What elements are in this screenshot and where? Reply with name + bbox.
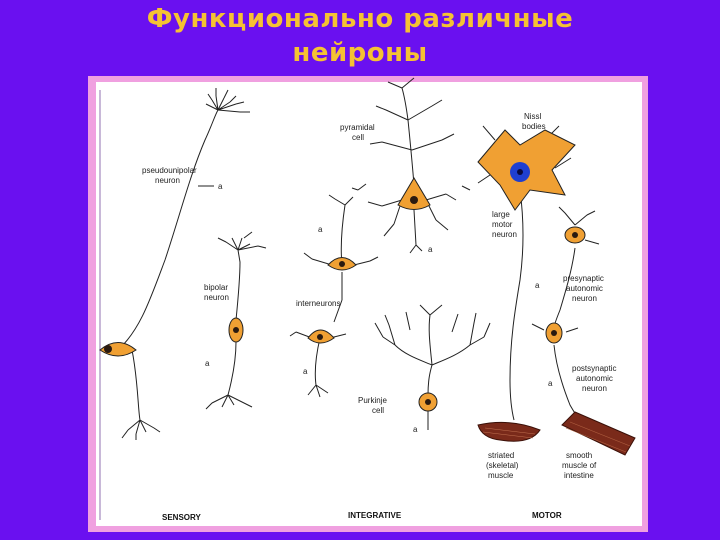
label-interneurons: interneurons [296,299,340,308]
label-striated-1: striated [488,451,514,460]
label-pyramidal-1: pyramidal [340,123,375,132]
nucleus [339,261,345,267]
label-nissl-2: bodies [522,122,546,131]
label-smooth-3: intestine [564,471,594,480]
nucleus [410,196,418,204]
label-pyramidal-2: cell [352,133,364,142]
label-purkinje-2: cell [372,406,384,415]
label-purkinje-1: Purkinje [358,396,387,405]
label-bipolar-1: bipolar [204,283,228,292]
footer-integrative: INTEGRATIVE [348,511,402,520]
axon-marker: a [535,281,540,290]
axon-marker: a [428,245,433,254]
label-large-motor-2: motor [492,220,513,229]
axon-marker: a [205,359,210,368]
label-smooth-2: muscle of [562,461,597,470]
nucleus [572,232,578,238]
label-nissl-1: Nissl [524,112,542,121]
nucleus [425,399,431,405]
label-large-motor-3: neuron [492,230,517,239]
nucleus [104,345,112,353]
axon-marker: a [548,379,553,388]
label-pseudounipolar-2: neuron [155,176,180,185]
label-presynaptic-2: autonomic [566,284,603,293]
label-large-motor-1: large [492,210,510,219]
label-pseudounipolar-1: pseudounipolar [142,166,197,175]
nucleus [233,327,239,333]
label-presynaptic-1: presynaptic [563,274,604,283]
label-postsynaptic-3: neuron [582,384,607,393]
nucleus [317,334,323,340]
label-striated-3: muscle [488,471,514,480]
axon-marker: a [303,367,308,376]
label-postsynaptic-2: autonomic [576,374,613,383]
label-smooth-1: smooth [566,451,592,460]
nucleus [551,330,557,336]
nucleolus [517,169,523,175]
axon-marker: a [318,225,323,234]
footer-motor: MOTOR [532,511,562,520]
label-striated-2: (skeletal) [486,461,519,470]
label-bipolar-2: neuron [204,293,229,302]
axon-marker: a [218,182,223,191]
label-postsynaptic-1: postsynaptic [572,364,616,373]
axon-marker: a [413,425,418,434]
footer-sensory: SENSORY [162,513,201,522]
label-presynaptic-3: neuron [572,294,597,303]
